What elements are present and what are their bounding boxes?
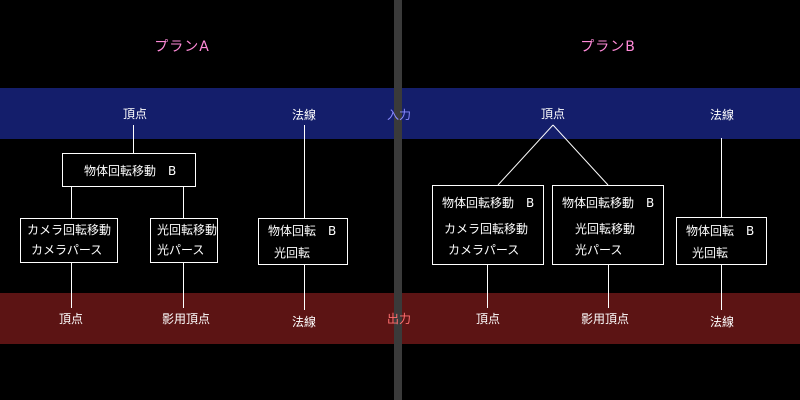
wire-b-vertex-right: [552, 124, 609, 186]
box-text: 物体回転移動 B: [84, 164, 177, 178]
plan-a-output-vertex: 頂点: [58, 312, 84, 326]
box-text-line-1: 物体回転 B: [686, 224, 755, 238]
plan-b-normal-box: 物体回転 B 光回転: [676, 217, 767, 265]
plan-a-input-normal: 法線: [291, 108, 317, 122]
plan-b-output-vertex: 頂点: [475, 312, 501, 326]
box-text-line-2: カメラパース: [31, 243, 103, 257]
plan-divider: [394, 0, 402, 400]
output-band-label: 出力: [387, 312, 412, 326]
box-text-line-1: 物体回転 B: [268, 224, 337, 238]
input-band-label: 入力: [387, 108, 412, 122]
plan-b-title: プランB: [580, 39, 636, 55]
box-text-line-2: カメラ回転移動: [444, 222, 529, 236]
plan-b-output-normal: 法線: [709, 315, 735, 329]
box-text-line-3: 光パース: [575, 243, 623, 257]
plan-b-input-normal: 法線: [709, 108, 735, 122]
box-text-line-1: 物体回転移動 B: [562, 196, 655, 210]
plan-a-title: プランA: [154, 39, 210, 55]
plan-b-output-shadow-vertex: 影用頂点: [580, 312, 630, 326]
box-text-line-1: 光回転移動: [157, 223, 218, 237]
plan-a-camera-box: カメラ回転移動 カメラパース: [20, 218, 118, 263]
plan-b-light-box: 物体回転移動 B 光回転移動 光パース: [552, 185, 664, 265]
plan-a-normal-box: 物体回転 B 光回転: [258, 218, 348, 265]
box-text-line-2: 光回転移動: [575, 222, 636, 236]
plan-a-output-shadow-vertex: 影用頂点: [161, 312, 211, 326]
box-text-line-3: カメラパース: [448, 243, 520, 257]
box-text-line-2: 光パース: [157, 243, 205, 257]
plan-a-input-vertex: 頂点: [122, 107, 148, 121]
box-text-line-2: 光回転: [692, 246, 729, 260]
plan-b-camera-box: 物体回転移動 B カメラ回転移動 カメラパース: [432, 185, 544, 265]
plan-b-input-vertex: 頂点: [540, 107, 566, 121]
plan-a-output-normal: 法線: [291, 315, 317, 329]
box-text-line-1: カメラ回転移動: [27, 223, 112, 237]
box-text-line-2: 光回転: [274, 246, 311, 260]
plan-a-light-box: 光回転移動 光パース: [150, 218, 218, 263]
box-text-line-1: 物体回転移動 B: [442, 196, 535, 210]
plan-a-object-rotate-move-box: 物体回転移動 B: [62, 153, 196, 187]
wire-b-vertex-left: [497, 124, 554, 186]
